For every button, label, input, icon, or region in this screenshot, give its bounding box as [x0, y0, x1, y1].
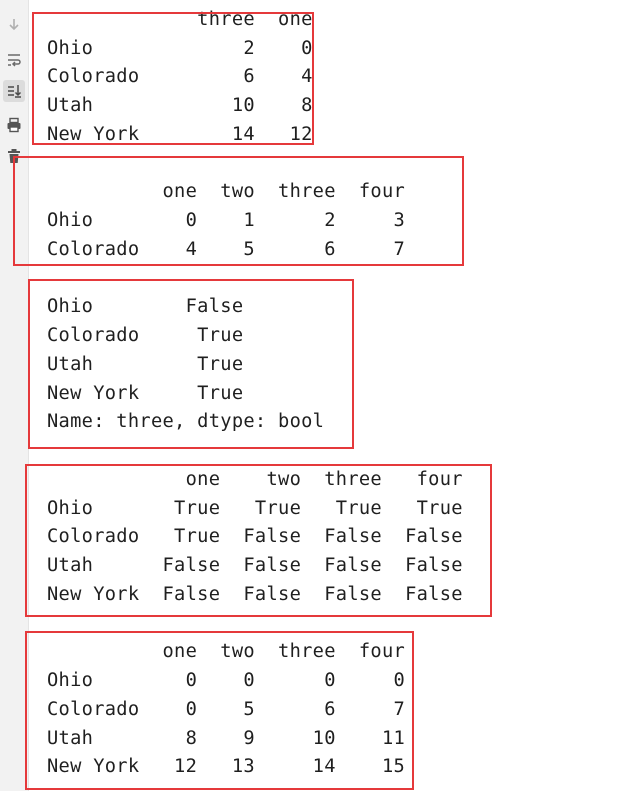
- output-line: Ohio False: [47, 296, 244, 317]
- output-line: three one: [47, 9, 313, 30]
- output-line: one two three four: [47, 641, 406, 662]
- output-line: Utah False False False False: [47, 555, 463, 576]
- highlight-box: [13, 156, 464, 266]
- output-line: Ohio 2 0: [47, 38, 313, 59]
- output-line: Ohio True True True True: [47, 498, 463, 519]
- output-line: Colorado True False False False: [47, 526, 463, 547]
- highlight-box: [25, 631, 414, 790]
- output-line: one two three four: [47, 469, 463, 490]
- output-line: Colorado 6 4: [47, 66, 313, 87]
- output-line: New York 14 12: [47, 124, 313, 145]
- highlight-box: [32, 12, 314, 145]
- output-line: Ohio 0 0 0 0: [47, 670, 406, 691]
- output-line: Utah 10 8: [47, 95, 313, 116]
- output-line: New York False False False False: [47, 584, 463, 605]
- output-line: Ohio 0 1 2 3: [47, 210, 406, 231]
- down-arrow-icon[interactable]: [3, 14, 25, 36]
- output-line: Colorado 0 5 6 7: [47, 699, 406, 720]
- output-line: Utah 8 9 10 11: [47, 728, 406, 749]
- console-output: three one Ohio 2 0 Colorado 6 4 Utah 10 …: [13, 0, 636, 791]
- print-icon[interactable]: [3, 114, 25, 136]
- output-line: Colorado 4 5 6 7: [47, 239, 406, 260]
- output-line: New York 12 13 14 15: [47, 756, 406, 777]
- output-line: Utah True: [47, 354, 244, 375]
- output-line: New York True: [47, 383, 244, 404]
- output-line: one two three four: [47, 181, 406, 202]
- highlight-box: [25, 464, 492, 617]
- soft-wrap-icon[interactable]: [3, 49, 25, 71]
- output-line: Name: three, dtype: bool: [47, 411, 325, 432]
- output-line: Colorado True: [47, 325, 244, 346]
- highlight-box: [28, 279, 354, 449]
- scroll-to-end-icon[interactable]: [3, 80, 25, 102]
